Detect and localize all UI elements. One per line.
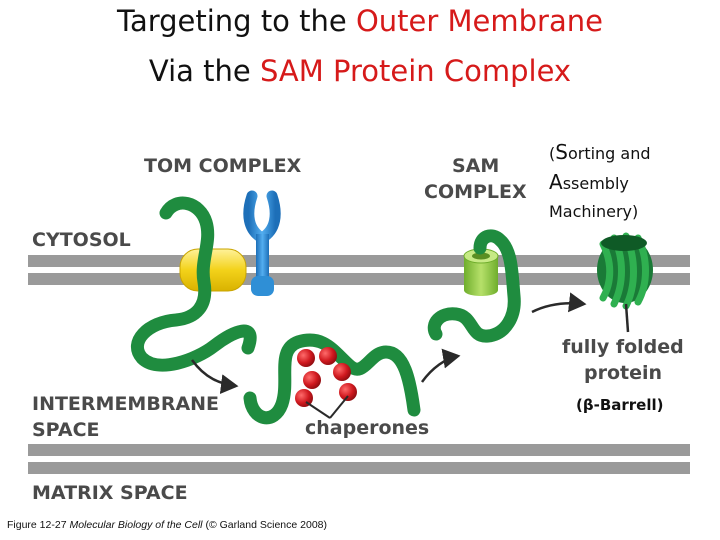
arrow-tom-to-chaperones <box>190 359 239 395</box>
sam-expansion-rest-2: ssembly <box>562 174 629 193</box>
sam-expansion-line-2: Assembly <box>549 168 651 198</box>
chaperone <box>303 371 321 389</box>
label-chaperones: chaperones <box>305 417 430 439</box>
sam-expansion-line-1: (Sorting and <box>549 138 651 168</box>
inner-membrane <box>28 444 690 474</box>
sam-complex <box>463 248 499 296</box>
title-line-2: Via the SAM Protein Complex <box>0 52 720 90</box>
title-line-1-red: Outer Membrane <box>355 4 603 38</box>
caption-prefix: Figure 12-27 <box>7 519 70 531</box>
figure-caption: Figure 12-27 Molecular Biology of the Ce… <box>7 519 327 531</box>
label-matrix-space: MATRIX SPACE <box>32 482 188 504</box>
chaperone-cluster <box>295 347 357 407</box>
tom-yellow-channel <box>179 248 247 292</box>
label-intermembrane-line-1: INTERMEMBRANE <box>32 393 220 415</box>
label-sam-line-2: COMPLEX <box>424 181 527 203</box>
sam-expansion-initial-a: A <box>549 170 563 194</box>
caption-book-title: Molecular Biology of the Cell <box>69 519 203 531</box>
caption-suffix: (© Garland Science 2008) <box>202 519 327 531</box>
chaperone <box>319 347 337 365</box>
chaperone <box>339 383 357 401</box>
arrow-sam-to-folded <box>531 292 587 314</box>
folded-protein-pointer <box>624 303 630 333</box>
title-line-1: Targeting to the Outer Membrane <box>0 2 720 40</box>
arrow-chaperones-to-sam <box>420 348 461 383</box>
sam-acronym-expansion: (Sorting and Assembly Machinery) <box>549 138 651 226</box>
title-line-2-red: SAM Protein Complex <box>259 54 572 88</box>
sam-expansion-paren: ( <box>549 144 556 163</box>
outer-membrane <box>28 255 690 285</box>
label-tom-complex: TOM COMPLEX <box>144 155 302 177</box>
intermembrane-protein <box>243 333 421 425</box>
unfolded-protein-tom <box>131 196 257 372</box>
beta-barrel-note: (β-Barrell) <box>576 396 664 414</box>
sam-expansion-initial-s: S <box>555 140 568 164</box>
label-intermembrane-line-2: SPACE <box>32 419 100 441</box>
folded-beta-barrel <box>597 232 653 310</box>
label-sam-line-1: SAM <box>452 155 500 177</box>
chaperone-pointer <box>305 395 349 419</box>
sam-expansion-line-3: Machinery) <box>549 202 639 221</box>
title-line-2-black: Via the <box>148 54 260 88</box>
label-cytosol: CYTOSOL <box>32 229 131 251</box>
label-fully-folded-line-2: protein <box>584 362 663 384</box>
tom-receptor <box>243 190 281 296</box>
chaperone <box>333 363 351 381</box>
sam-expansion-rest-1: orting and <box>567 144 651 163</box>
title-line-1-black: Targeting to the <box>117 4 356 38</box>
chaperone <box>297 349 315 367</box>
sam-inserting-protein <box>427 229 521 343</box>
label-fully-folded-line-1: fully folded <box>562 336 684 358</box>
